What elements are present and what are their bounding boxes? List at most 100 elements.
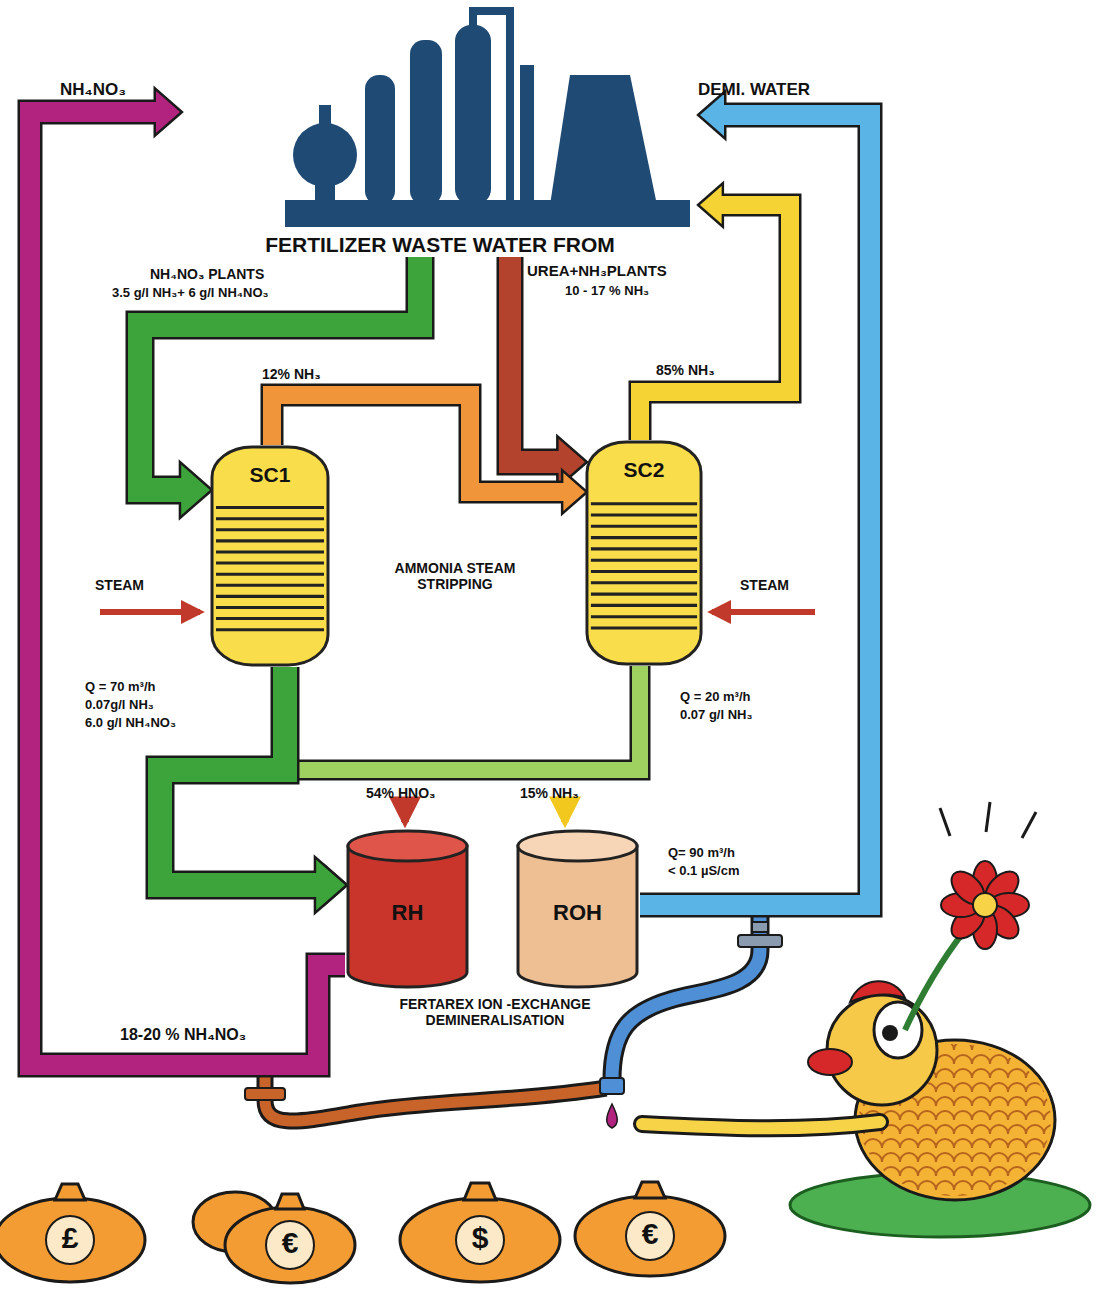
flow-label: 85% NH₃ xyxy=(656,362,715,378)
currency-symbol: $ xyxy=(455,1221,505,1256)
ammonia-feed-arrow xyxy=(561,806,569,822)
pointing-fin xyxy=(642,1122,880,1128)
factory-node: FERTILIZER WASTE WATER FROM xyxy=(180,5,700,257)
tray xyxy=(591,604,697,607)
arrowhead xyxy=(700,186,722,224)
tray xyxy=(216,562,324,565)
annotation-label: AMMONIA STEAM STRIPPING xyxy=(355,560,555,592)
annotation-label: Q = 70 m³/h xyxy=(85,680,155,695)
factory-part xyxy=(550,75,657,205)
node-label: FERTILIZER WASTE WATER FROM xyxy=(265,233,615,257)
annotation-label: STEAM xyxy=(95,577,144,593)
money-bag xyxy=(225,1207,355,1283)
factory-part xyxy=(319,105,331,129)
arrowhead-outline xyxy=(700,186,722,224)
pipe-band xyxy=(640,205,790,440)
annotation-label: 18-20 % NH₄NO₃ xyxy=(120,1026,246,1044)
tray xyxy=(216,573,324,576)
motion-mark xyxy=(940,808,950,836)
tank-top xyxy=(518,831,637,861)
node-label: SC2 xyxy=(624,458,665,482)
fish-mouth xyxy=(808,1049,852,1075)
annotation-label: 3.5 g/l NH₃+ 6 g/l NH₄NO₃ xyxy=(112,286,269,301)
node-label: SC1 xyxy=(250,463,291,487)
stripper-column: SC1 xyxy=(210,445,330,667)
bag-neck xyxy=(464,1183,496,1200)
tray xyxy=(591,559,697,562)
arrowhead-outline xyxy=(156,91,180,133)
tray xyxy=(591,615,697,618)
flower xyxy=(941,861,1029,949)
hose xyxy=(265,1076,606,1121)
steam-arrow xyxy=(100,609,200,615)
tray xyxy=(216,628,324,631)
annotation-label: NH₄NO₃ PLANTS xyxy=(150,266,264,282)
tray xyxy=(216,506,324,509)
coin-face xyxy=(456,1216,504,1264)
money-bag xyxy=(400,1198,560,1282)
coin-face xyxy=(626,1212,674,1260)
annotation-label: 0.07 g/l NH₃ xyxy=(680,708,752,723)
flow-label: 12% NH₃ xyxy=(262,366,321,382)
arrowhead-outline xyxy=(181,465,210,515)
bag-neck xyxy=(276,1194,304,1209)
factory-icon xyxy=(285,5,690,227)
annotation-label: STEAM xyxy=(740,577,789,593)
annotation-label: DEMI. WATER xyxy=(698,80,810,100)
annotation-label: FERTAREX ION -EXCHANGE DEMINERALISATION xyxy=(345,996,645,1028)
pipe-outline xyxy=(510,257,563,462)
acid-feed-arrow xyxy=(401,806,409,822)
tray xyxy=(591,536,697,539)
tray xyxy=(591,502,697,505)
fish-head xyxy=(827,995,937,1105)
money-bags xyxy=(0,1182,725,1283)
coin-face xyxy=(266,1221,314,1269)
tray xyxy=(216,606,324,609)
arrowhead xyxy=(316,860,345,910)
tray xyxy=(216,550,324,553)
tray xyxy=(591,547,697,550)
tank-top xyxy=(348,831,467,861)
node-label: RH xyxy=(392,900,424,925)
tap-spout xyxy=(600,1078,624,1094)
fin-outline xyxy=(642,1122,880,1128)
factory-part xyxy=(365,75,395,205)
tray xyxy=(591,593,697,596)
currency-symbol: £ xyxy=(45,1221,95,1256)
tray xyxy=(591,581,697,584)
tank-body xyxy=(518,846,637,987)
pipe-band xyxy=(160,667,321,885)
arrowhead xyxy=(700,94,724,136)
tray xyxy=(591,525,697,528)
currency-symbol: € xyxy=(625,1217,675,1252)
arrowhead xyxy=(181,465,210,515)
arrowhead xyxy=(156,91,180,133)
annotation-label: 54% HNO₃ xyxy=(366,785,436,801)
pipe-outline xyxy=(640,205,790,440)
arrowhead xyxy=(563,473,585,511)
annotation-label: Q= 90 m³/h xyxy=(668,846,735,861)
annotation-label: NH₄NO₃ xyxy=(60,80,126,100)
steam-arrow xyxy=(712,609,815,615)
valve xyxy=(245,1088,285,1100)
valve-stem xyxy=(752,922,768,932)
tray xyxy=(216,595,324,598)
cation-exchanger: RH xyxy=(345,828,470,990)
arrowhead-outline xyxy=(316,860,345,910)
arrowhead-outline xyxy=(700,94,724,136)
money-bag xyxy=(575,1196,725,1276)
pipe-band xyxy=(510,257,563,462)
factory-part xyxy=(410,40,442,205)
tray xyxy=(216,539,324,542)
hose-outline xyxy=(265,1076,606,1121)
motion-mark xyxy=(986,802,990,832)
annotation-label: UREA+NH₃PLANTS xyxy=(527,262,667,279)
money-bag xyxy=(0,1198,145,1282)
motion-mark xyxy=(1022,812,1036,838)
annotation-label: 10 - 17 % NH₃ xyxy=(565,284,649,299)
valve xyxy=(738,935,782,947)
factory-part xyxy=(455,25,491,205)
bag-neck xyxy=(635,1182,665,1198)
factory-pipe xyxy=(473,11,510,200)
